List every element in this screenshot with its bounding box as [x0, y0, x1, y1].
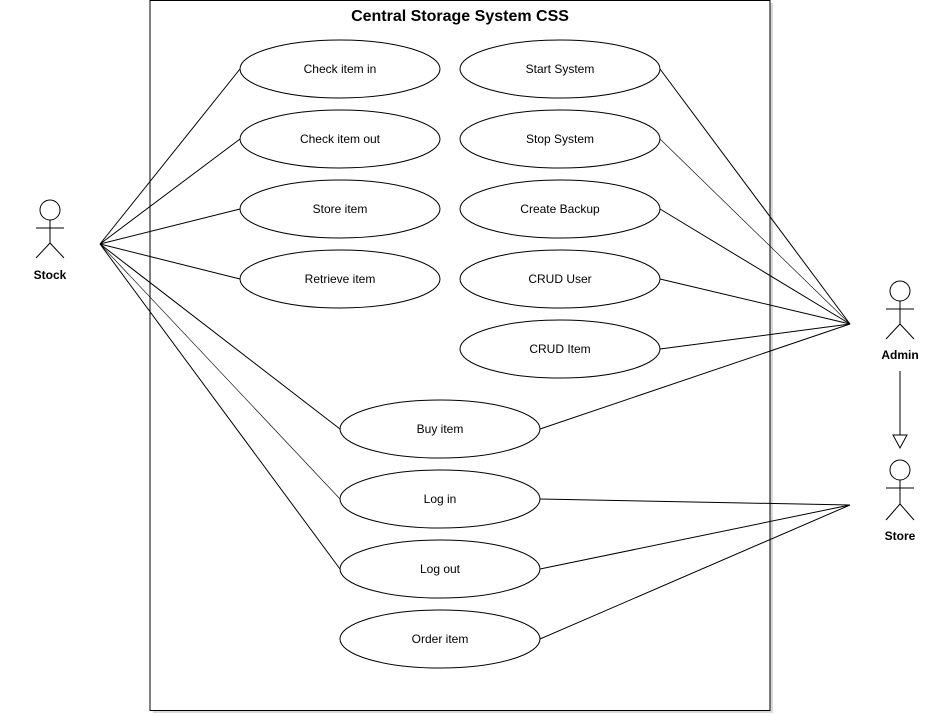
assoc-admin-stop-system [659, 138, 851, 325]
actor-stock-label: Stock [34, 268, 67, 282]
use-case-buy-item[interactable]: Buy item [339, 399, 541, 459]
stock-associations [99, 68, 341, 570]
use-case-ellipse[interactable] [339, 609, 541, 669]
assoc-stock-buy-item [99, 243, 341, 430]
actor-store-left-leg [885, 503, 901, 521]
actor-admin-left-leg [885, 323, 901, 340]
assoc-stock-log-in [99, 243, 341, 500]
use-case-ellipse[interactable] [459, 319, 661, 379]
use-case-start-system[interactable]: Start System [459, 39, 661, 99]
use-case-label: CRUD User [528, 272, 591, 286]
actor-stock-head [39, 199, 61, 221]
use-case-ellipse[interactable] [459, 249, 661, 309]
use-case-label: Create Backup [520, 202, 600, 216]
use-case-label: Check item out [300, 132, 381, 146]
use-case-label: Order item [412, 632, 469, 646]
use-case-log-out[interactable]: Log out [339, 539, 541, 599]
use-case-create-backup[interactable]: Create Backup [459, 179, 661, 239]
use-case-label: Buy item [417, 422, 464, 436]
use-case-stop-system[interactable]: Stop System [459, 109, 661, 169]
assoc-admin-crud-user [659, 278, 851, 325]
actor-admin[interactable] [885, 280, 915, 340]
use-case-ellipse[interactable] [459, 109, 661, 169]
system-boundary [149, 0, 771, 711]
use-case-ellipse[interactable] [459, 39, 661, 99]
use-case-label: Log out [420, 562, 461, 576]
use-case-crud-user[interactable]: CRUD User [459, 249, 661, 309]
actor-admin-right-leg [899, 323, 915, 340]
assoc-stock-retrieve-item [99, 243, 241, 280]
assoc-stock-store-item [99, 208, 241, 245]
assoc-stock-log-out [99, 243, 341, 570]
actor-admin-head [889, 280, 911, 302]
assoc-store-log-in [539, 498, 851, 506]
generalization-arrowhead [892, 434, 908, 450]
use-case-label: Log in [424, 492, 457, 506]
use-case-ellipse[interactable] [239, 39, 441, 99]
use-case-retrieve-item[interactable]: Retrieve item [239, 249, 441, 309]
use-case-label: Stop System [526, 132, 594, 146]
use-case-label: CRUD Item [529, 342, 590, 356]
store-associations [539, 498, 851, 640]
actor-stock-right-leg [49, 242, 65, 259]
use-case-log-in[interactable]: Log in [339, 469, 541, 529]
use-case-ellipse[interactable] [339, 469, 541, 529]
actor-store-right-leg [899, 503, 915, 521]
use-case-check-out[interactable]: Check item out [239, 109, 441, 169]
actor-admin-label: Admin [881, 348, 918, 362]
actor-stock[interactable] [35, 199, 65, 259]
assoc-store-log-out [539, 504, 851, 570]
use-case-label: Retrieve item [305, 272, 376, 286]
assoc-admin-crud-item [659, 323, 851, 350]
use-case-ellipse[interactable] [239, 249, 441, 309]
use-case-store-item[interactable]: Store item [239, 179, 441, 239]
use-case-label: Store item [313, 202, 368, 216]
use-case-ellipse[interactable] [339, 399, 541, 459]
assoc-stock-check-out [99, 138, 241, 245]
generalization-admin-store [892, 371, 908, 450]
assoc-admin-create-backup [659, 208, 851, 325]
use-case-ellipse[interactable] [459, 179, 661, 239]
actor-store[interactable] [885, 459, 915, 521]
admin-associations [539, 68, 851, 430]
assoc-store-order-item [539, 504, 851, 640]
use-case-ellipse[interactable] [339, 539, 541, 599]
actor-stock-left-leg [35, 242, 51, 259]
assoc-admin-start-system [659, 68, 851, 325]
use-case-crud-item[interactable]: CRUD Item [459, 319, 661, 379]
actor-store-label: Store [885, 529, 916, 543]
system-title: Central Storage System CSS [351, 8, 569, 25]
use-case-order-item[interactable]: Order item [339, 609, 541, 669]
use-case-label: Check item in [304, 62, 377, 76]
use-case-check-in[interactable]: Check item in [239, 39, 441, 99]
actor-store-head [889, 459, 911, 481]
use-case-label: Start System [526, 62, 595, 76]
assoc-admin-buy-item [539, 323, 851, 430]
assoc-stock-check-in [99, 68, 241, 245]
use-case-ellipse[interactable] [239, 179, 441, 239]
use-case-ellipse[interactable] [239, 109, 441, 169]
